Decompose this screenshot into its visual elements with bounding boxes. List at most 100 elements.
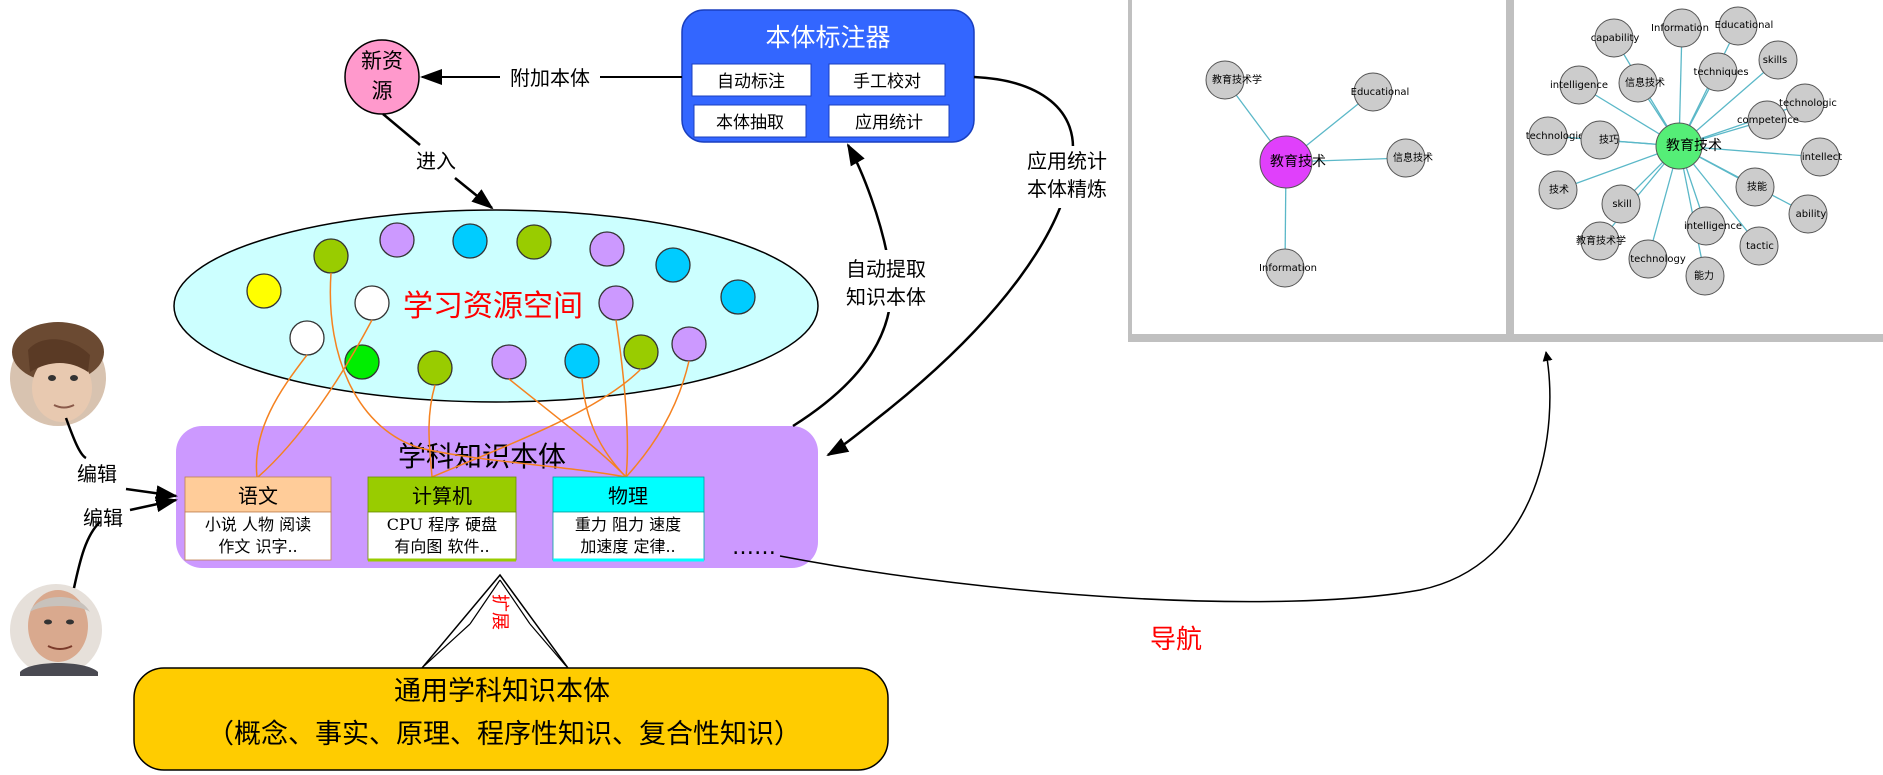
edit-label-1: 编辑	[77, 462, 117, 486]
graph-node	[1580, 120, 1620, 160]
new-resource-node	[344, 39, 420, 115]
auto-annotate-button[interactable]	[691, 63, 812, 97]
graph-node-label: tactic	[1746, 241, 1774, 252]
resource-dot	[491, 344, 527, 380]
graph-edge	[1678, 145, 1821, 158]
resource-dot	[598, 285, 634, 321]
resource-dot	[313, 238, 349, 274]
user-avatar-bottom	[10, 584, 102, 676]
auto-annotate-label: 自动标注	[717, 72, 785, 92]
enter-arrow-top	[382, 113, 421, 146]
graph-node	[1265, 248, 1305, 288]
extend-label: 扩展	[489, 594, 510, 630]
subject-physics-line2: 加速度 定律..	[580, 537, 675, 556]
graph-node	[1628, 239, 1668, 279]
usage-stats-label-1: 应用统计	[1027, 149, 1107, 173]
resource-dot	[246, 273, 282, 309]
graph-node	[1205, 60, 1245, 100]
usage-stats-arrow	[826, 75, 1075, 457]
graph-panel-left	[1132, 0, 1506, 334]
edit-line-bottom	[72, 521, 101, 589]
resource-dot	[671, 326, 707, 362]
graph-node	[1785, 83, 1825, 123]
subject-chinese-header	[184, 476, 332, 513]
graph-node	[1739, 226, 1779, 266]
general-ontology-subtitle: （概念、事实、原理、程序性知识、复合性知识）	[207, 719, 801, 750]
edit-label-2: 编辑	[83, 506, 123, 530]
resource-dot	[564, 343, 600, 379]
subject-chinese-name: 语文	[238, 484, 278, 508]
graph-node-label: 教育技术学	[1576, 234, 1626, 247]
enter-label: 进入	[416, 149, 456, 173]
graph-node-label: technology	[1630, 254, 1686, 265]
edit-line-top	[64, 417, 87, 460]
graph-center-label: 教育技术	[1666, 138, 1722, 154]
resource-dot	[623, 334, 659, 370]
graph-node	[1538, 170, 1578, 210]
attach-ontology-label: 附加本体	[510, 66, 590, 90]
graph-node	[1353, 72, 1393, 112]
subject-physics-body	[552, 511, 705, 561]
ontology-extract-label: 本体抽取	[716, 113, 784, 133]
graph-node-label: ability	[1796, 209, 1827, 220]
graph-node-label: 技能	[1747, 180, 1767, 193]
resource-dot	[344, 344, 380, 380]
subject-computer-header	[367, 476, 517, 513]
graph-node-label: 技术	[1549, 183, 1569, 196]
graph-node-label: Information	[1259, 263, 1317, 274]
auto-extract-label-1: 自动提取	[846, 257, 926, 281]
resource-dot	[379, 222, 415, 258]
subject-chinese-line1: 小说 人物 阅读	[205, 515, 311, 534]
subject-chinese-body	[184, 511, 332, 561]
resource-links	[255, 272, 690, 478]
graph-node-label: 信息技术	[1393, 151, 1433, 164]
auto-extract-label-2: 知识本体	[846, 285, 926, 309]
graph-node	[1758, 40, 1798, 80]
graph-node-label: intelligence	[1550, 80, 1608, 91]
edit-arrow-2	[129, 496, 178, 513]
resource-dot	[720, 279, 756, 315]
graph-node-label: Educational	[1351, 87, 1410, 98]
ontology-extract-button[interactable]	[693, 104, 807, 138]
graph-node-label: technologic	[1779, 98, 1837, 109]
graph-node-label: intellect	[1802, 152, 1842, 163]
graph-node-label: skills	[1763, 55, 1788, 66]
more-subjects-ellipsis: ……	[732, 535, 776, 560]
subject-physics-name: 物理	[608, 484, 648, 508]
new-resource-label-2: 源	[372, 79, 393, 103]
usage-stats-label-2: 本体精炼	[1027, 177, 1107, 201]
subject-computer-name: 计算机	[412, 484, 472, 508]
resource-space-title: 学习资源空间	[403, 289, 583, 324]
graph-node-label: techniques	[1693, 67, 1748, 78]
subject-computer-line2: 有向图 软件..	[394, 537, 489, 556]
new-resource-label-1: 新资	[361, 49, 403, 73]
general-ontology-box	[133, 667, 889, 771]
graph-node	[1580, 221, 1620, 261]
graph-node	[1528, 116, 1568, 156]
graph-center-label: 教育技术	[1270, 154, 1326, 170]
general-ontology-title: 通用学科知识本体	[394, 676, 610, 707]
usage-stats-label: 应用统计	[855, 113, 923, 133]
graph-node	[1559, 65, 1599, 105]
graph-center-node	[1259, 135, 1313, 189]
resource-dot	[452, 223, 488, 259]
graph-left: 教育技术学 Educational 信息技术 Information 教育技术	[1205, 60, 1433, 288]
graph-node-label: intelligence	[1684, 221, 1742, 232]
usage-stats-button[interactable]	[828, 104, 950, 138]
graph-node-label: skill	[1612, 199, 1631, 210]
subject-computer-body	[367, 511, 517, 561]
navigation-arrow	[779, 351, 1553, 603]
graph-node	[1735, 167, 1775, 207]
graph-node	[1747, 100, 1787, 140]
graph-node	[1601, 184, 1641, 224]
graph-node	[1800, 137, 1840, 177]
graph-node-label: competence	[1737, 115, 1799, 126]
graph-node	[1685, 256, 1725, 296]
graph-node	[1662, 8, 1702, 48]
graph-node	[1386, 138, 1426, 178]
enter-arrow-bottom	[454, 177, 494, 210]
graph-node	[1788, 194, 1828, 234]
manual-proof-button[interactable]	[828, 63, 946, 97]
resource-dot	[354, 285, 390, 321]
